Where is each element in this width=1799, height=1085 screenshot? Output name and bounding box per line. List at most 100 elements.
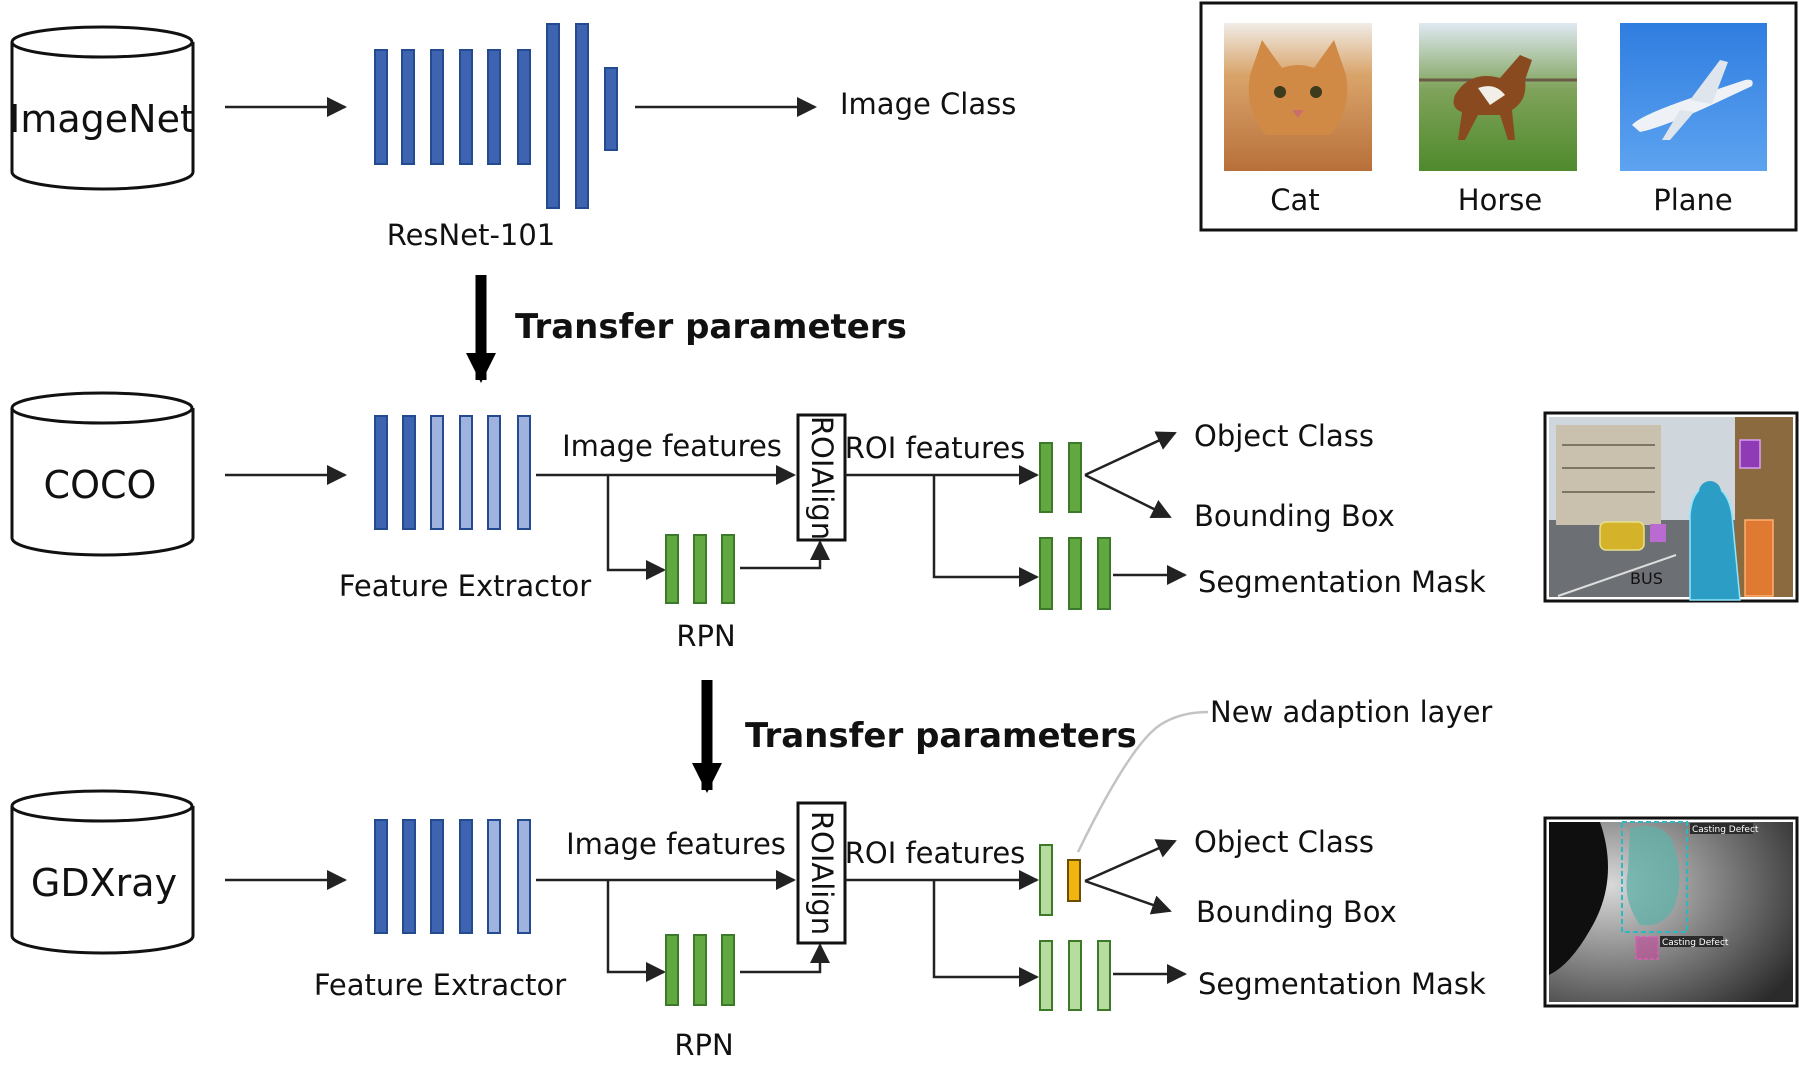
coco-roi-to-mask-arrow bbox=[932, 475, 1039, 587]
feature-extractor-layer bbox=[459, 819, 473, 934]
image-class-label: Image Class bbox=[840, 87, 1016, 121]
mask-head-layer bbox=[1097, 940, 1111, 1011]
coco-database: COCO bbox=[10, 391, 195, 557]
resnet-layer bbox=[374, 49, 388, 165]
coco-roialign-box: ROIAlign bbox=[796, 413, 847, 542]
xray-detection-label-1: Casting Defect bbox=[1692, 825, 1759, 835]
imagenet-database: ImageNet bbox=[9, 25, 195, 191]
coco-to-rpn-arrow bbox=[606, 475, 666, 580]
gdxray-to-rpn-arrow bbox=[606, 880, 666, 982]
resnet-101-layers bbox=[374, 23, 618, 209]
gdxray-rpn-layers bbox=[665, 934, 735, 1006]
bus-lane-marking: BUS bbox=[1630, 569, 1663, 588]
gdxray-roi-features-label: ROI features bbox=[845, 836, 1026, 870]
gdxray-label: GDXray bbox=[31, 861, 177, 905]
resnet-label: ResNet-101 bbox=[387, 218, 556, 252]
coco-rpn-layers bbox=[665, 534, 735, 604]
adaption-layer bbox=[1067, 859, 1081, 902]
feature-extractor-layer bbox=[487, 819, 501, 934]
adaption-layer-callout-line bbox=[1076, 710, 1209, 853]
imagenet-label: ImageNet bbox=[9, 97, 195, 141]
coco-label: COCO bbox=[44, 463, 157, 507]
gdxray-rpn-label: RPN bbox=[674, 1028, 733, 1062]
resnet-layer bbox=[604, 67, 618, 151]
feature-extractor-layer bbox=[517, 819, 531, 934]
rpn-layer bbox=[693, 534, 707, 604]
rpn-layer bbox=[721, 934, 735, 1006]
gdxray-roialign-box: ROIAlign bbox=[796, 801, 847, 945]
coco-image-features-label: Image features bbox=[562, 429, 782, 463]
mask-head-layer bbox=[1068, 537, 1082, 610]
rpn-layer bbox=[693, 934, 707, 1006]
transfer-parameters-2: Transfer parameters bbox=[745, 716, 1137, 756]
transfer-parameters-1: Transfer parameters bbox=[515, 307, 907, 347]
gdxray-mask-head-layers bbox=[1039, 940, 1111, 1011]
gdxray-rpn-to-roialign-arrow bbox=[740, 943, 830, 974]
coco-output-object-class: Object Class bbox=[1194, 419, 1374, 453]
coco-output-bounding-box: Bounding Box bbox=[1194, 499, 1395, 533]
gdxray-output-object-class: Object Class bbox=[1194, 825, 1374, 859]
resnet-layer bbox=[517, 49, 531, 165]
mask-head-layer bbox=[1097, 537, 1111, 610]
resnet-layer bbox=[459, 49, 473, 165]
database-cylinder-icon bbox=[10, 391, 195, 557]
example-horse-label: Horse bbox=[1458, 183, 1542, 217]
database-cylinder-icon bbox=[10, 25, 195, 191]
street-scene-photo: BUS bbox=[1543, 411, 1799, 603]
feature-extractor-layer bbox=[487, 415, 501, 530]
xray-casting-photo: Casting Defect Casting Defect bbox=[1543, 816, 1799, 1008]
coco-output-segmentation-mask: Segmentation Mask bbox=[1198, 565, 1486, 599]
coco-feature-extractor-layers bbox=[374, 415, 531, 530]
coco-box-head-layers bbox=[1039, 442, 1082, 513]
plane-photo bbox=[1620, 23, 1767, 171]
mask-head-layer bbox=[1039, 537, 1053, 610]
mask-head-layer bbox=[1039, 940, 1053, 1011]
feature-extractor-layer bbox=[517, 415, 531, 530]
gdxray-output-segmentation-mask: Segmentation Mask bbox=[1198, 967, 1486, 1001]
resnet-layer bbox=[487, 49, 501, 165]
box-head-layer bbox=[1068, 442, 1082, 513]
coco-rpn-label: RPN bbox=[676, 619, 735, 653]
mask-head-layer bbox=[1068, 940, 1082, 1011]
box-head-layer bbox=[1039, 442, 1053, 513]
new-adaption-layer-label: New adaption layer bbox=[1210, 695, 1492, 729]
gdxray-database: GDXray bbox=[10, 789, 195, 955]
feature-extractor-layer bbox=[374, 415, 388, 530]
feature-extractor-layer bbox=[430, 415, 444, 530]
coco-mask-head-layers bbox=[1039, 537, 1111, 610]
resnet-layer bbox=[575, 23, 589, 209]
xray-detection-label-2: Casting Defect bbox=[1662, 938, 1729, 948]
gdxray-to-object-class-arrow bbox=[1084, 839, 1177, 883]
feature-extractor-layer bbox=[459, 415, 473, 530]
gdxray-image-features-label: Image features bbox=[566, 827, 786, 861]
rpn-layer bbox=[721, 534, 735, 604]
cat-photo bbox=[1224, 23, 1372, 171]
example-images-panel: Cat Horse Plane bbox=[1199, 1, 1798, 232]
coco-roi-features-label: ROI features bbox=[845, 431, 1026, 465]
rpn-layer bbox=[665, 534, 679, 604]
coco-to-bounding-box-arrow bbox=[1084, 473, 1172, 519]
gdxray-roialign-label: ROIAlign bbox=[805, 811, 839, 935]
gdxray-roi-to-mask-arrow bbox=[932, 880, 1039, 987]
resnet-layer bbox=[546, 23, 560, 209]
box-head-layer bbox=[1039, 844, 1053, 916]
resnet-layer bbox=[430, 49, 444, 165]
feature-extractor-layer bbox=[430, 819, 444, 934]
gdxray-feature-extractor-layers bbox=[374, 819, 531, 934]
gdxray-box-head-layers bbox=[1039, 844, 1081, 916]
gdxray-to-bounding-box-arrow bbox=[1084, 879, 1172, 915]
coco-to-object-class-arrow bbox=[1084, 431, 1177, 477]
gdxray-feature-extractor-label: Feature Extractor bbox=[314, 968, 566, 1002]
feature-extractor-layer bbox=[402, 819, 416, 934]
database-cylinder-icon bbox=[10, 789, 195, 955]
coco-roialign-label: ROIAlign bbox=[805, 416, 839, 540]
rpn-layer bbox=[665, 934, 679, 1006]
resnet-layer bbox=[401, 49, 415, 165]
coco-feature-extractor-label: Feature Extractor bbox=[339, 569, 591, 603]
gdxray-output-bounding-box: Bounding Box bbox=[1196, 895, 1397, 929]
example-plane-label: Plane bbox=[1653, 183, 1733, 217]
feature-extractor-layer bbox=[374, 819, 388, 934]
example-cat-label: Cat bbox=[1270, 183, 1319, 217]
feature-extractor-layer bbox=[402, 415, 416, 530]
